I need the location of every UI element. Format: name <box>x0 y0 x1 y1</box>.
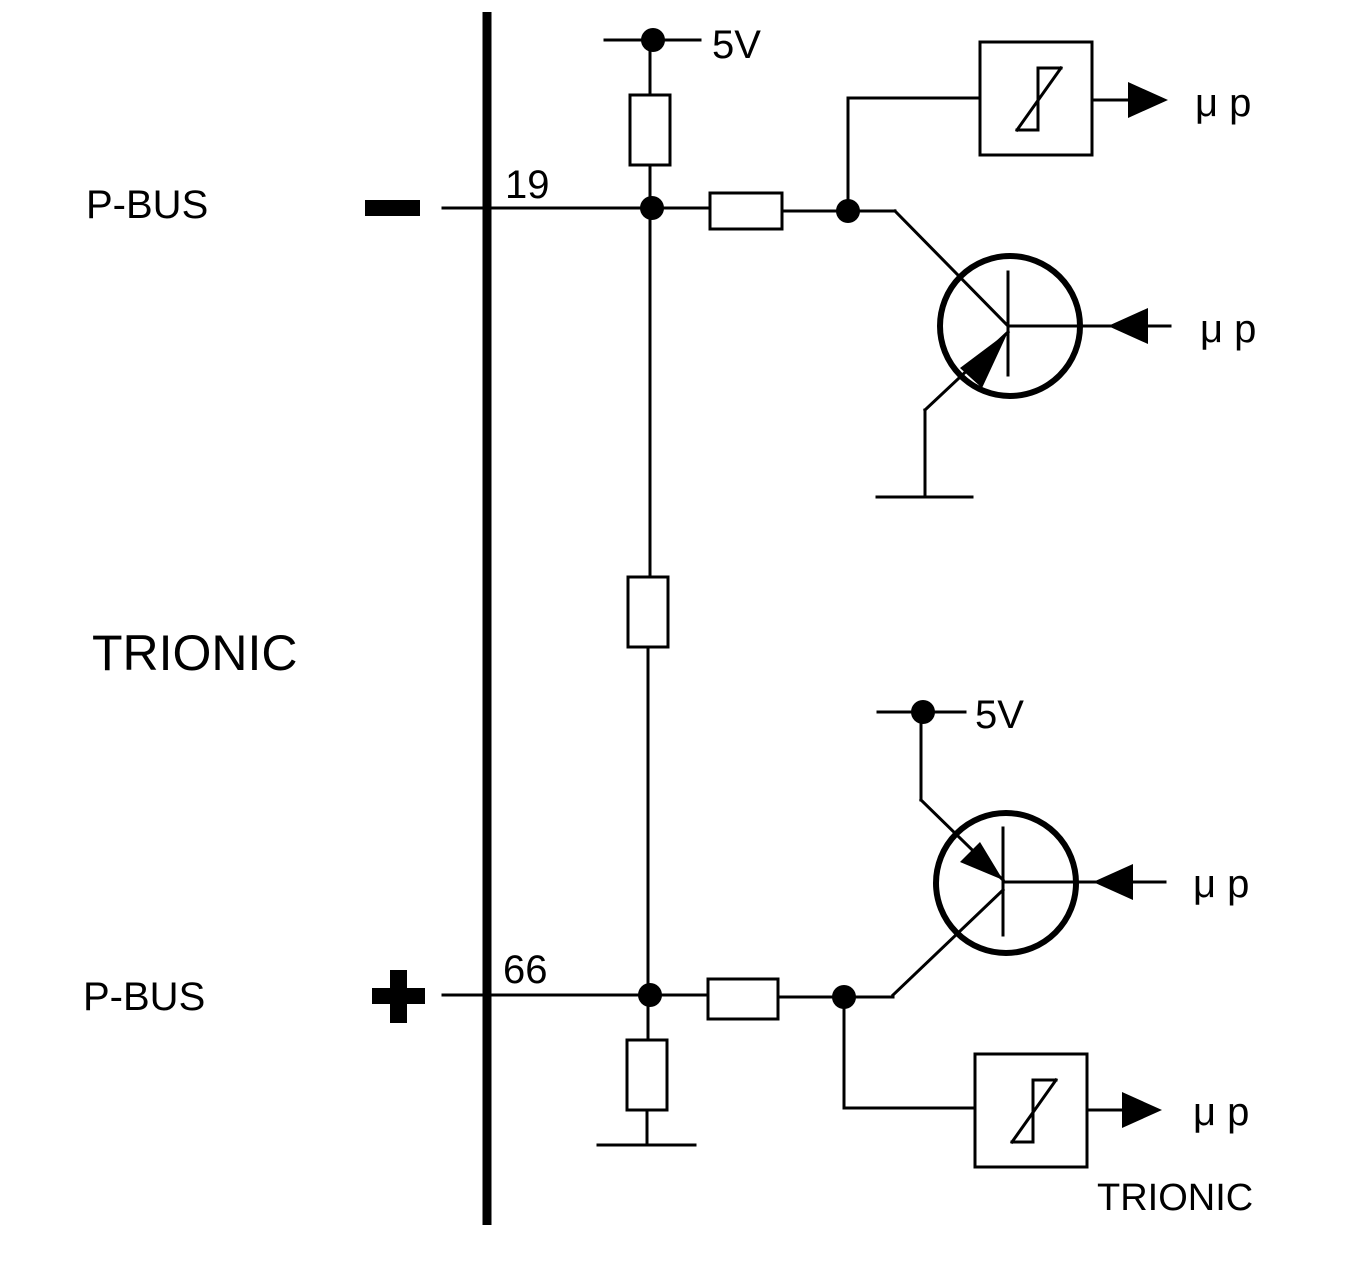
supply-5v-top-label: 5V <box>712 23 761 67</box>
microprocessor-label-4: μ p <box>1193 1090 1249 1134</box>
emitter-arrow-top-icon <box>960 332 1008 388</box>
arrow-in-top-icon <box>1108 308 1148 344</box>
microprocessor-label-3: μ p <box>1193 862 1249 906</box>
junction-5v-top <box>641 28 665 52</box>
microprocessor-label-1: μ p <box>1195 81 1251 125</box>
microprocessor-label-2: μ p <box>1200 307 1256 351</box>
termination-resistor <box>626 575 670 649</box>
pullup-resistor-top <box>628 93 672 167</box>
schmitt-trigger-bottom <box>973 1052 1089 1169</box>
collector-top <box>892 208 1011 329</box>
pin-66-label: 66 <box>503 948 548 992</box>
trionic-main-label: TRIONIC <box>92 625 298 681</box>
pin-19-label: 19 <box>505 163 550 207</box>
junction-pin19 <box>640 196 664 220</box>
arrow-in-bottom-icon <box>1093 864 1133 900</box>
series-resistor-top <box>708 191 784 231</box>
arrow-out-top-icon <box>1128 82 1168 118</box>
collector-bottom <box>890 887 1006 998</box>
hysteresis-diag-bottom <box>1009 1077 1059 1145</box>
trionic-bottom-label: TRIONIC <box>1097 1177 1253 1219</box>
arrow-out-bottom-icon <box>1122 1092 1162 1128</box>
schmitt-trigger-top <box>978 40 1094 157</box>
junction-5v-bottom <box>911 700 935 724</box>
series-resistor-bottom <box>706 977 780 1021</box>
supply-5v-bottom-label: 5V <box>975 693 1024 737</box>
minus-sign-icon <box>365 200 420 216</box>
junction-pin66 <box>638 983 662 1007</box>
pulldown-resistor <box>625 1038 669 1112</box>
plus-sign-icon-v <box>390 970 407 1023</box>
hysteresis-diag-top <box>1014 65 1064 133</box>
emitter-arrow-bottom-icon <box>960 842 1003 880</box>
pbus-top-label: P-BUS <box>86 183 208 227</box>
pbus-bottom-label: P-BUS <box>83 975 205 1019</box>
